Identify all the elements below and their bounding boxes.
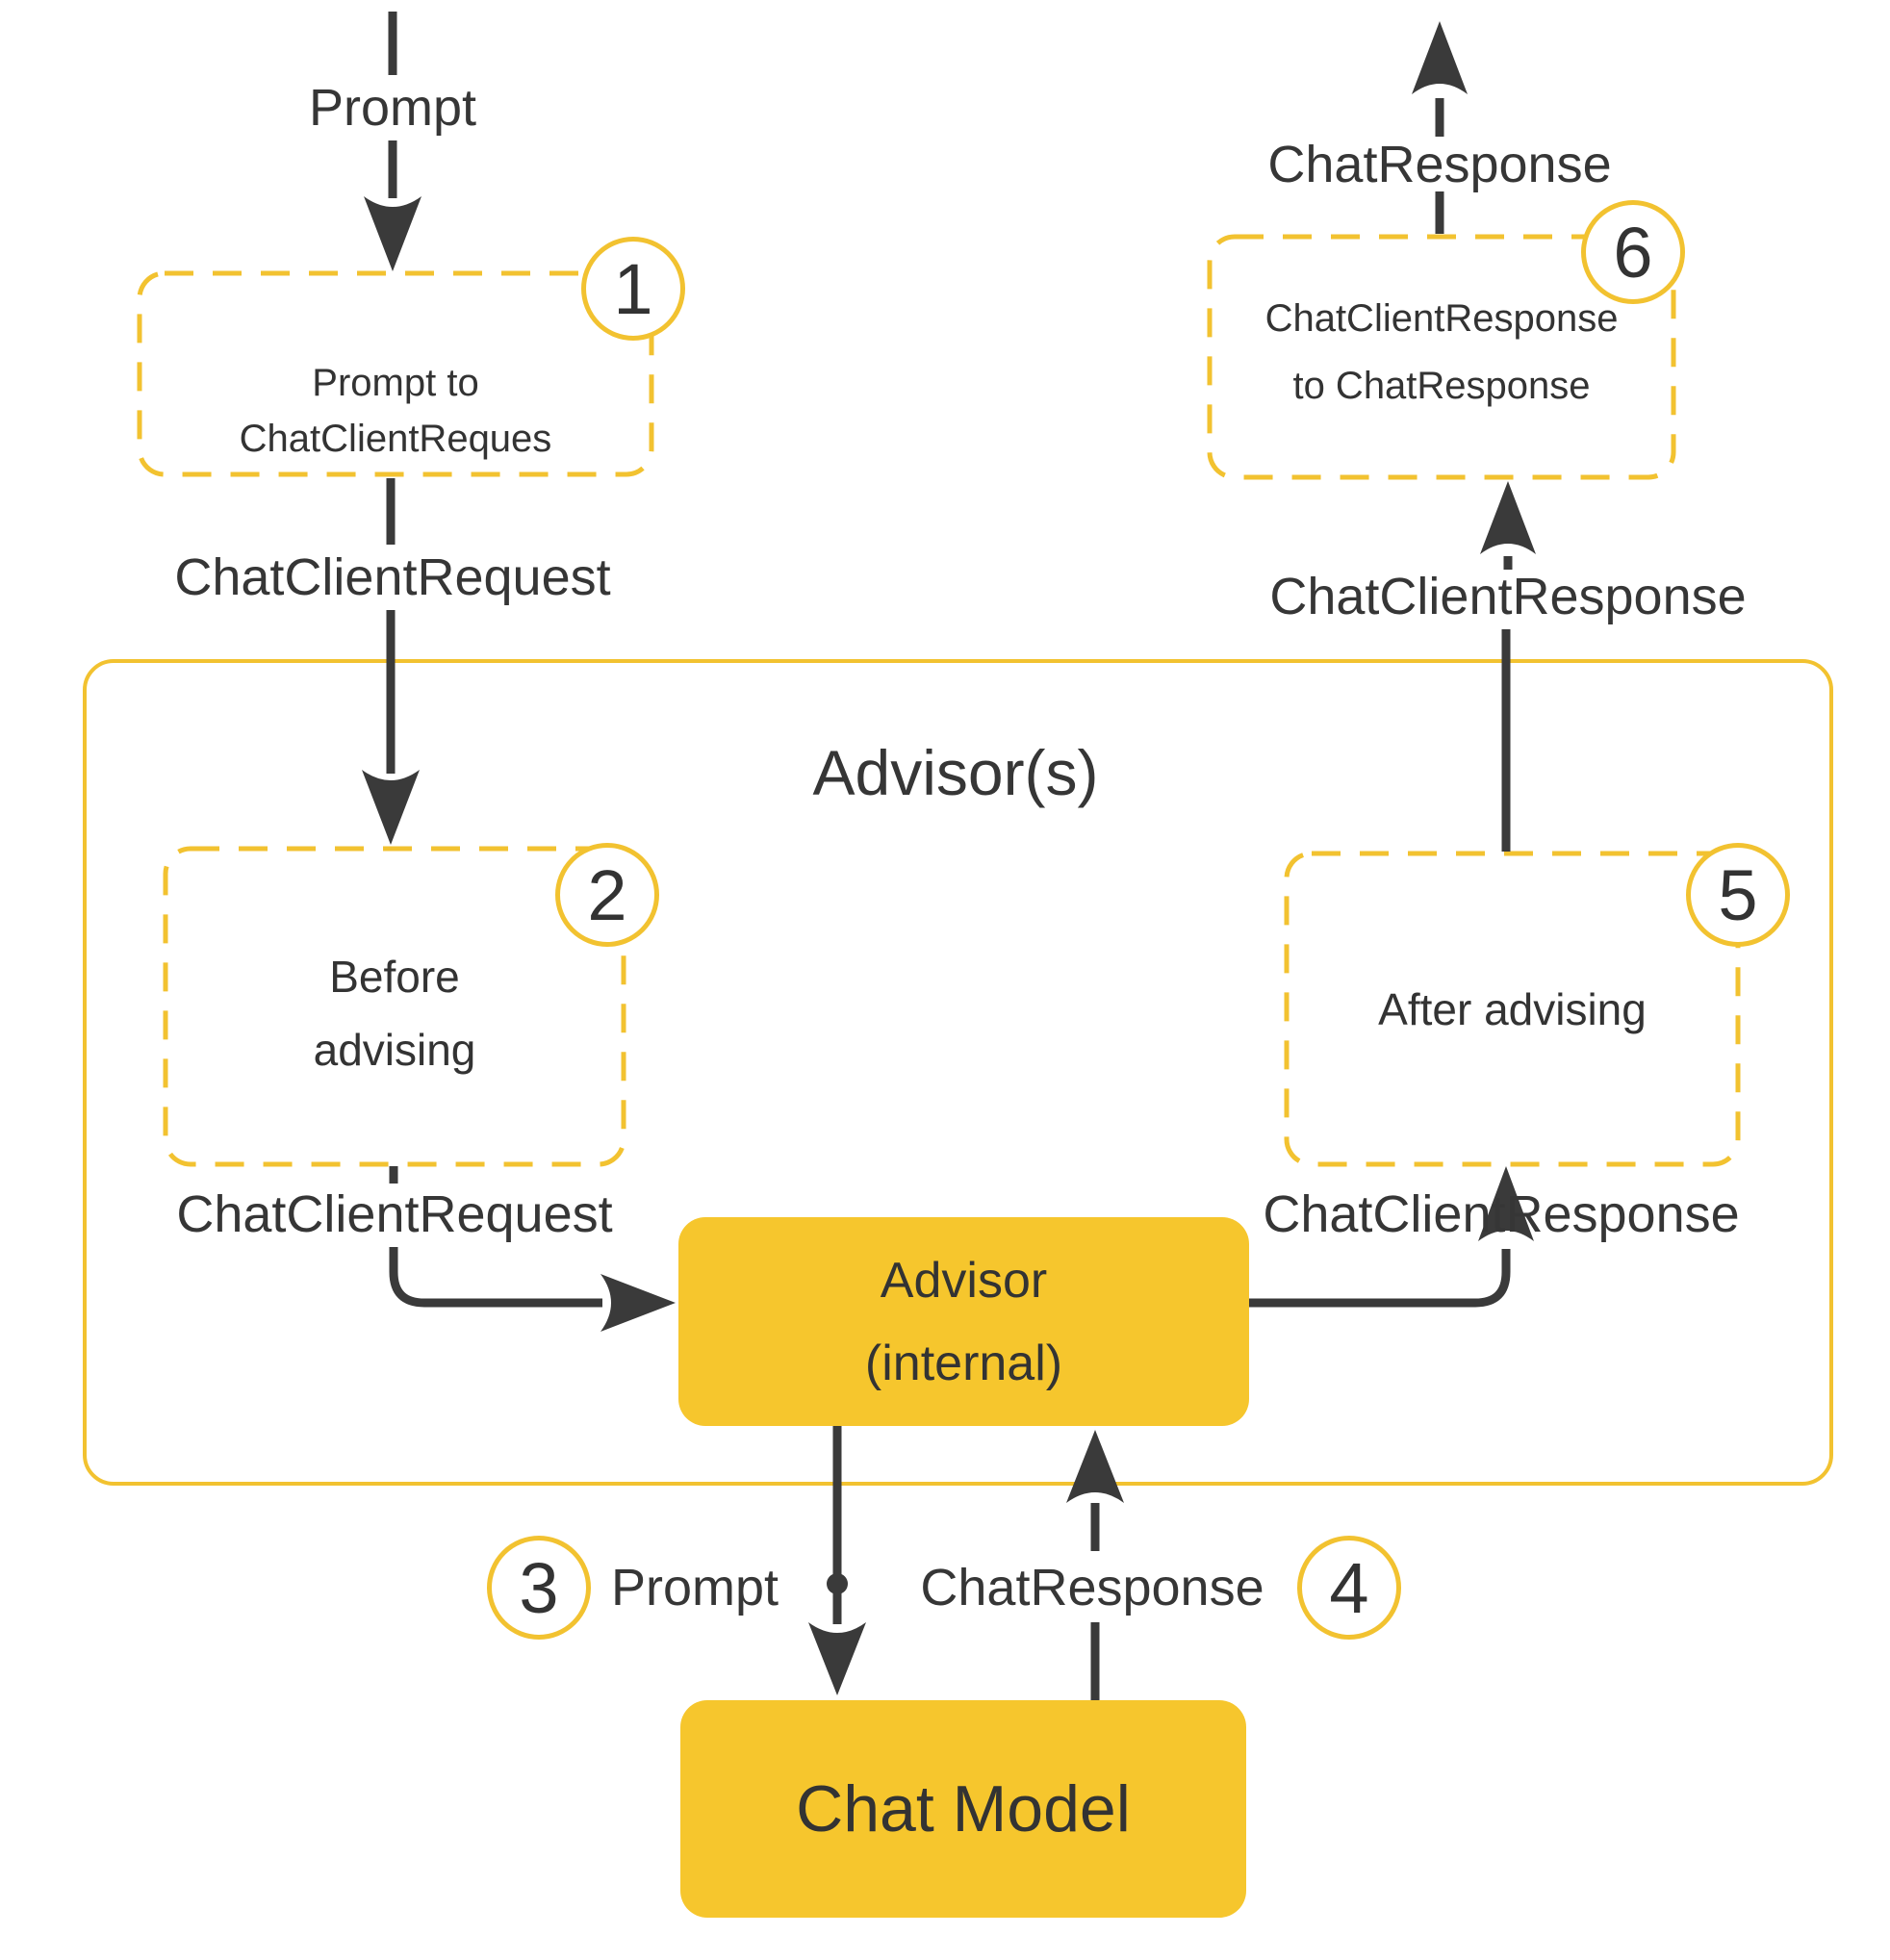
prompt-in-arrow — [364, 12, 421, 271]
box5-label: After advising — [1378, 983, 1647, 1034]
chatclientresponse-inner-label: ChatClientResponse — [1263, 1185, 1740, 1243]
box1-label-line1: Prompt to — [312, 361, 479, 404]
after-advising-box-border — [1284, 851, 1741, 1167]
step-6-badge: 6 — [1581, 200, 1685, 304]
advisor-internal-line1: Advisor — [880, 1252, 1048, 1309]
box6-label-line1: ChatClientResponse — [1264, 297, 1619, 340]
prompt-line-dot — [827, 1573, 848, 1594]
box1-label-line2: ChatClientReques — [239, 417, 552, 460]
prompt-to-model-arrow — [808, 1426, 866, 1695]
prompt-to-model-label: Prompt — [610, 1559, 779, 1616]
box2-label-line1: Before — [329, 952, 460, 1002]
chatclientresponse-to-chatresponse-box-border — [1207, 234, 1676, 480]
prompt-to-chatclientrequest-box: Prompt to ChatClientReques — [140, 273, 651, 474]
after-advising-box: After advising — [1287, 853, 1738, 1164]
box2-label-line2: advising — [313, 1025, 476, 1075]
chatclientrequest-inner-arrow — [389, 1166, 676, 1332]
chatresponse-out-label: ChatResponse — [1267, 136, 1612, 193]
chatclientresponse-inner-arrow — [1249, 1166, 1534, 1308]
chatclientresponse-to-chatresponse-box: ChatClientResponse to ChatResponse — [1210, 237, 1673, 477]
chatclientrequest-outer-label: ChatClientRequest — [174, 548, 611, 606]
advisor-internal-line2: (internal) — [864, 1335, 1063, 1391]
chatresponse-out-arrow — [1412, 21, 1468, 234]
chatresponse-from-model-label: ChatResponse — [920, 1559, 1264, 1616]
advisors-container-border — [83, 659, 1833, 1486]
chat-model-box: Chat Model — [680, 1700, 1246, 1918]
box6-label-line2: to ChatResponse — [1292, 365, 1591, 407]
chatclientresponse-outer-label: ChatClientResponse — [1269, 568, 1747, 625]
step-2-badge: 2 — [555, 843, 659, 947]
step-3-badge: 3 — [487, 1536, 591, 1640]
chatresponse-from-model-arrow — [1066, 1430, 1124, 1700]
advisor-internal-box: Advisor (internal) — [678, 1217, 1249, 1426]
step-5-badge: 5 — [1686, 843, 1790, 947]
prompt-to-chatclientrequest-box-border — [137, 270, 654, 477]
chatclientresponse-outer-arrow — [1480, 481, 1536, 852]
prompt-in-label: Prompt — [308, 79, 477, 137]
before-advising-box-border — [163, 846, 626, 1167]
step-1-badge: 1 — [581, 237, 685, 341]
before-advising-box: Before advising — [166, 849, 624, 1164]
chatclientrequest-inner-label: ChatClientRequest — [176, 1185, 613, 1243]
chatclientrequest-outer-arrow — [362, 478, 420, 845]
chat-model-label: Chat Model — [796, 1772, 1131, 1845]
step-4-badge: 4 — [1297, 1536, 1401, 1640]
advisors-container-title: Advisor(s) — [812, 737, 1099, 808]
